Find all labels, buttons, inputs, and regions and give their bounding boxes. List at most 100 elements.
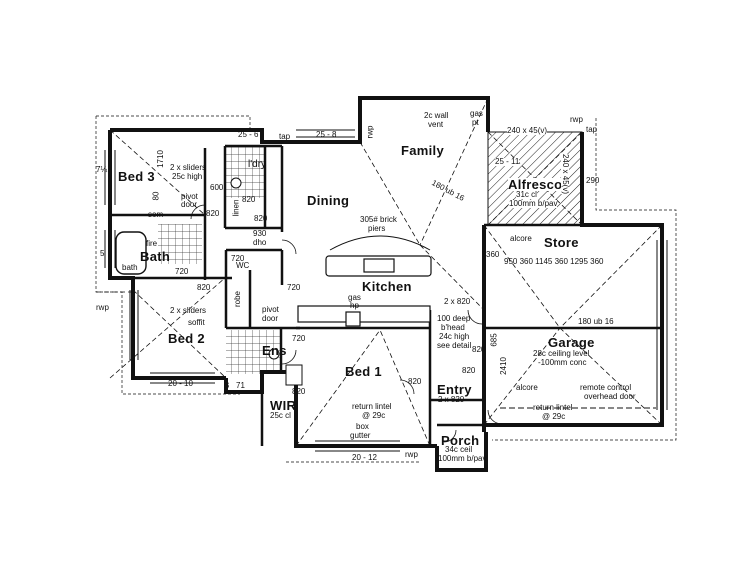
room-ens: Ens [262, 343, 287, 358]
note-gas-point2: pt [472, 118, 479, 127]
note-fire: fire [146, 239, 158, 248]
room-bath: Bath [140, 249, 171, 264]
note-overhead-door: overhead door [584, 392, 636, 401]
dim-685: 685 [489, 333, 499, 347]
note-pivot: pivot [181, 192, 198, 201]
dim-20-12: 20 - 12 [352, 453, 377, 462]
dim-store-row: 950 360 1145 360 1295 360 [504, 257, 604, 266]
room-entry: Entry [437, 382, 472, 397]
room-garage: Garage [548, 335, 595, 350]
note-pivot-robe-door: door [262, 314, 279, 323]
note-lintel-bed1-height: @ 29c [362, 411, 386, 420]
dim-25-6: 25 - 6 [238, 130, 259, 139]
dim-5: 5 [100, 249, 105, 258]
dim-820-bed3: 820 [206, 209, 220, 218]
dim-240x45: 240 x 45(v) [507, 126, 548, 135]
note-tap-north: tap [279, 132, 291, 141]
bath-tiles [158, 224, 202, 264]
note-header-4: see detail [437, 341, 472, 350]
note-alfresco-paving: 100mm b/pav [509, 199, 558, 208]
dim-720-wc: 720 [231, 254, 245, 263]
note-header-2: b'head [441, 323, 465, 332]
dim-600: 600 [210, 183, 224, 192]
note-rwp-east: rwp [570, 115, 583, 124]
dim-b: B [224, 381, 230, 390]
note-gas-point: gas [470, 109, 483, 118]
room-dining: Dining [307, 193, 350, 208]
dim-720-robe: 720 [287, 283, 301, 292]
dim-20-10: 20 - 10 [168, 379, 193, 388]
dim-25-8: 25 - 8 [316, 130, 337, 139]
kitchen-bench [297, 255, 432, 327]
internal-walls [110, 144, 662, 446]
dim-71: 71 [236, 381, 245, 390]
note-rwp-west: rwp [96, 303, 109, 312]
dim-2x820-entry: 2 x 820 [438, 395, 465, 404]
dim-930: 930 [253, 229, 267, 238]
note-garage-slab: -100mm conc [538, 358, 587, 367]
note-wc: WC [236, 261, 250, 270]
note-garage-ceiling: 28c ceiling level [533, 349, 590, 358]
note-remote-control: remote control [580, 383, 632, 392]
note-pivot-robe: pivot [262, 305, 279, 314]
note-robe: robe [233, 290, 243, 308]
note-header-3: 24c high [439, 332, 470, 341]
note-lintel-garage: return lintel [533, 403, 573, 412]
eaves-outline [95, 115, 677, 463]
note-alcore-garage: alcore [516, 383, 538, 392]
note-wall-vent2: vent [428, 120, 444, 129]
dim-360: 360 [486, 250, 500, 259]
wc-toilet [230, 177, 242, 189]
room-store: Store [544, 235, 579, 250]
note-sliders-bed2: 2 x sliders [170, 306, 207, 315]
note-lintel-bed1: return lintel [352, 402, 392, 411]
room-kitchen: Kitchen [362, 279, 412, 294]
note-gas-hp: gas [348, 293, 361, 302]
note-sliders-bed3: 2 x sliders [170, 163, 207, 172]
dim-290: 290 [586, 176, 600, 185]
note-box-gutter: box [356, 422, 369, 431]
note-lintel-garage-height: @ 29c [542, 412, 566, 421]
note-wir-ceiling: 25c cl [270, 411, 291, 420]
note-tap-east: tap [586, 125, 598, 134]
dim-820-ens: 820 [292, 387, 306, 396]
dim-80: 80 [151, 191, 161, 201]
note-piers: piers [368, 224, 386, 233]
dim-7q: 7¼ [96, 165, 108, 174]
room-bed3: Bed 3 [118, 169, 155, 184]
room-wir: WIR [270, 398, 297, 413]
note-brick: 305# brick [360, 215, 397, 224]
room-alfresco: Alfresco [508, 177, 563, 192]
note-rwp-south: rwp [405, 450, 418, 459]
note-bath-tub: bath [122, 263, 138, 272]
note-sliders-bed3-height: 25c high [172, 172, 203, 181]
note-rwp-north: rwp [365, 125, 375, 139]
dim-dho: dho [253, 238, 267, 247]
brick-piers-arc [329, 235, 431, 251]
room-family: Family [401, 143, 444, 158]
bath-tub [115, 231, 147, 275]
windows [104, 98, 668, 452]
dim-1710: 1710 [155, 150, 165, 168]
note-header-1: 100 deep [437, 314, 471, 323]
dim-820-garage: 820 [472, 345, 486, 354]
note-linen: linen [231, 199, 241, 217]
dim-720-bath: 720 [175, 267, 189, 276]
dim-820-linen: 820 [254, 214, 268, 223]
note-porch-paving: 100mm b/pav [438, 454, 487, 463]
note-som: som [148, 210, 164, 219]
dim-820-bed1: 820 [408, 377, 422, 386]
dim-240x45-vertical: 240 x 45(v) [561, 153, 571, 195]
note-pivot-door: door [181, 200, 198, 209]
door-swings [190, 204, 503, 443]
room-porch: Porch [441, 433, 480, 448]
ensuite-toilet [268, 348, 280, 360]
dim-820-bed2: 820 [197, 283, 211, 292]
dim-2x820-kitchen: 2 x 820 [444, 297, 471, 306]
room-bed1: Bed 1 [345, 364, 382, 379]
ensuite-shower [285, 364, 303, 386]
dim-820-entry: 820 [462, 366, 476, 375]
dim-25-11: 25 - 11 [495, 157, 520, 166]
laundry-tiles [225, 146, 265, 198]
